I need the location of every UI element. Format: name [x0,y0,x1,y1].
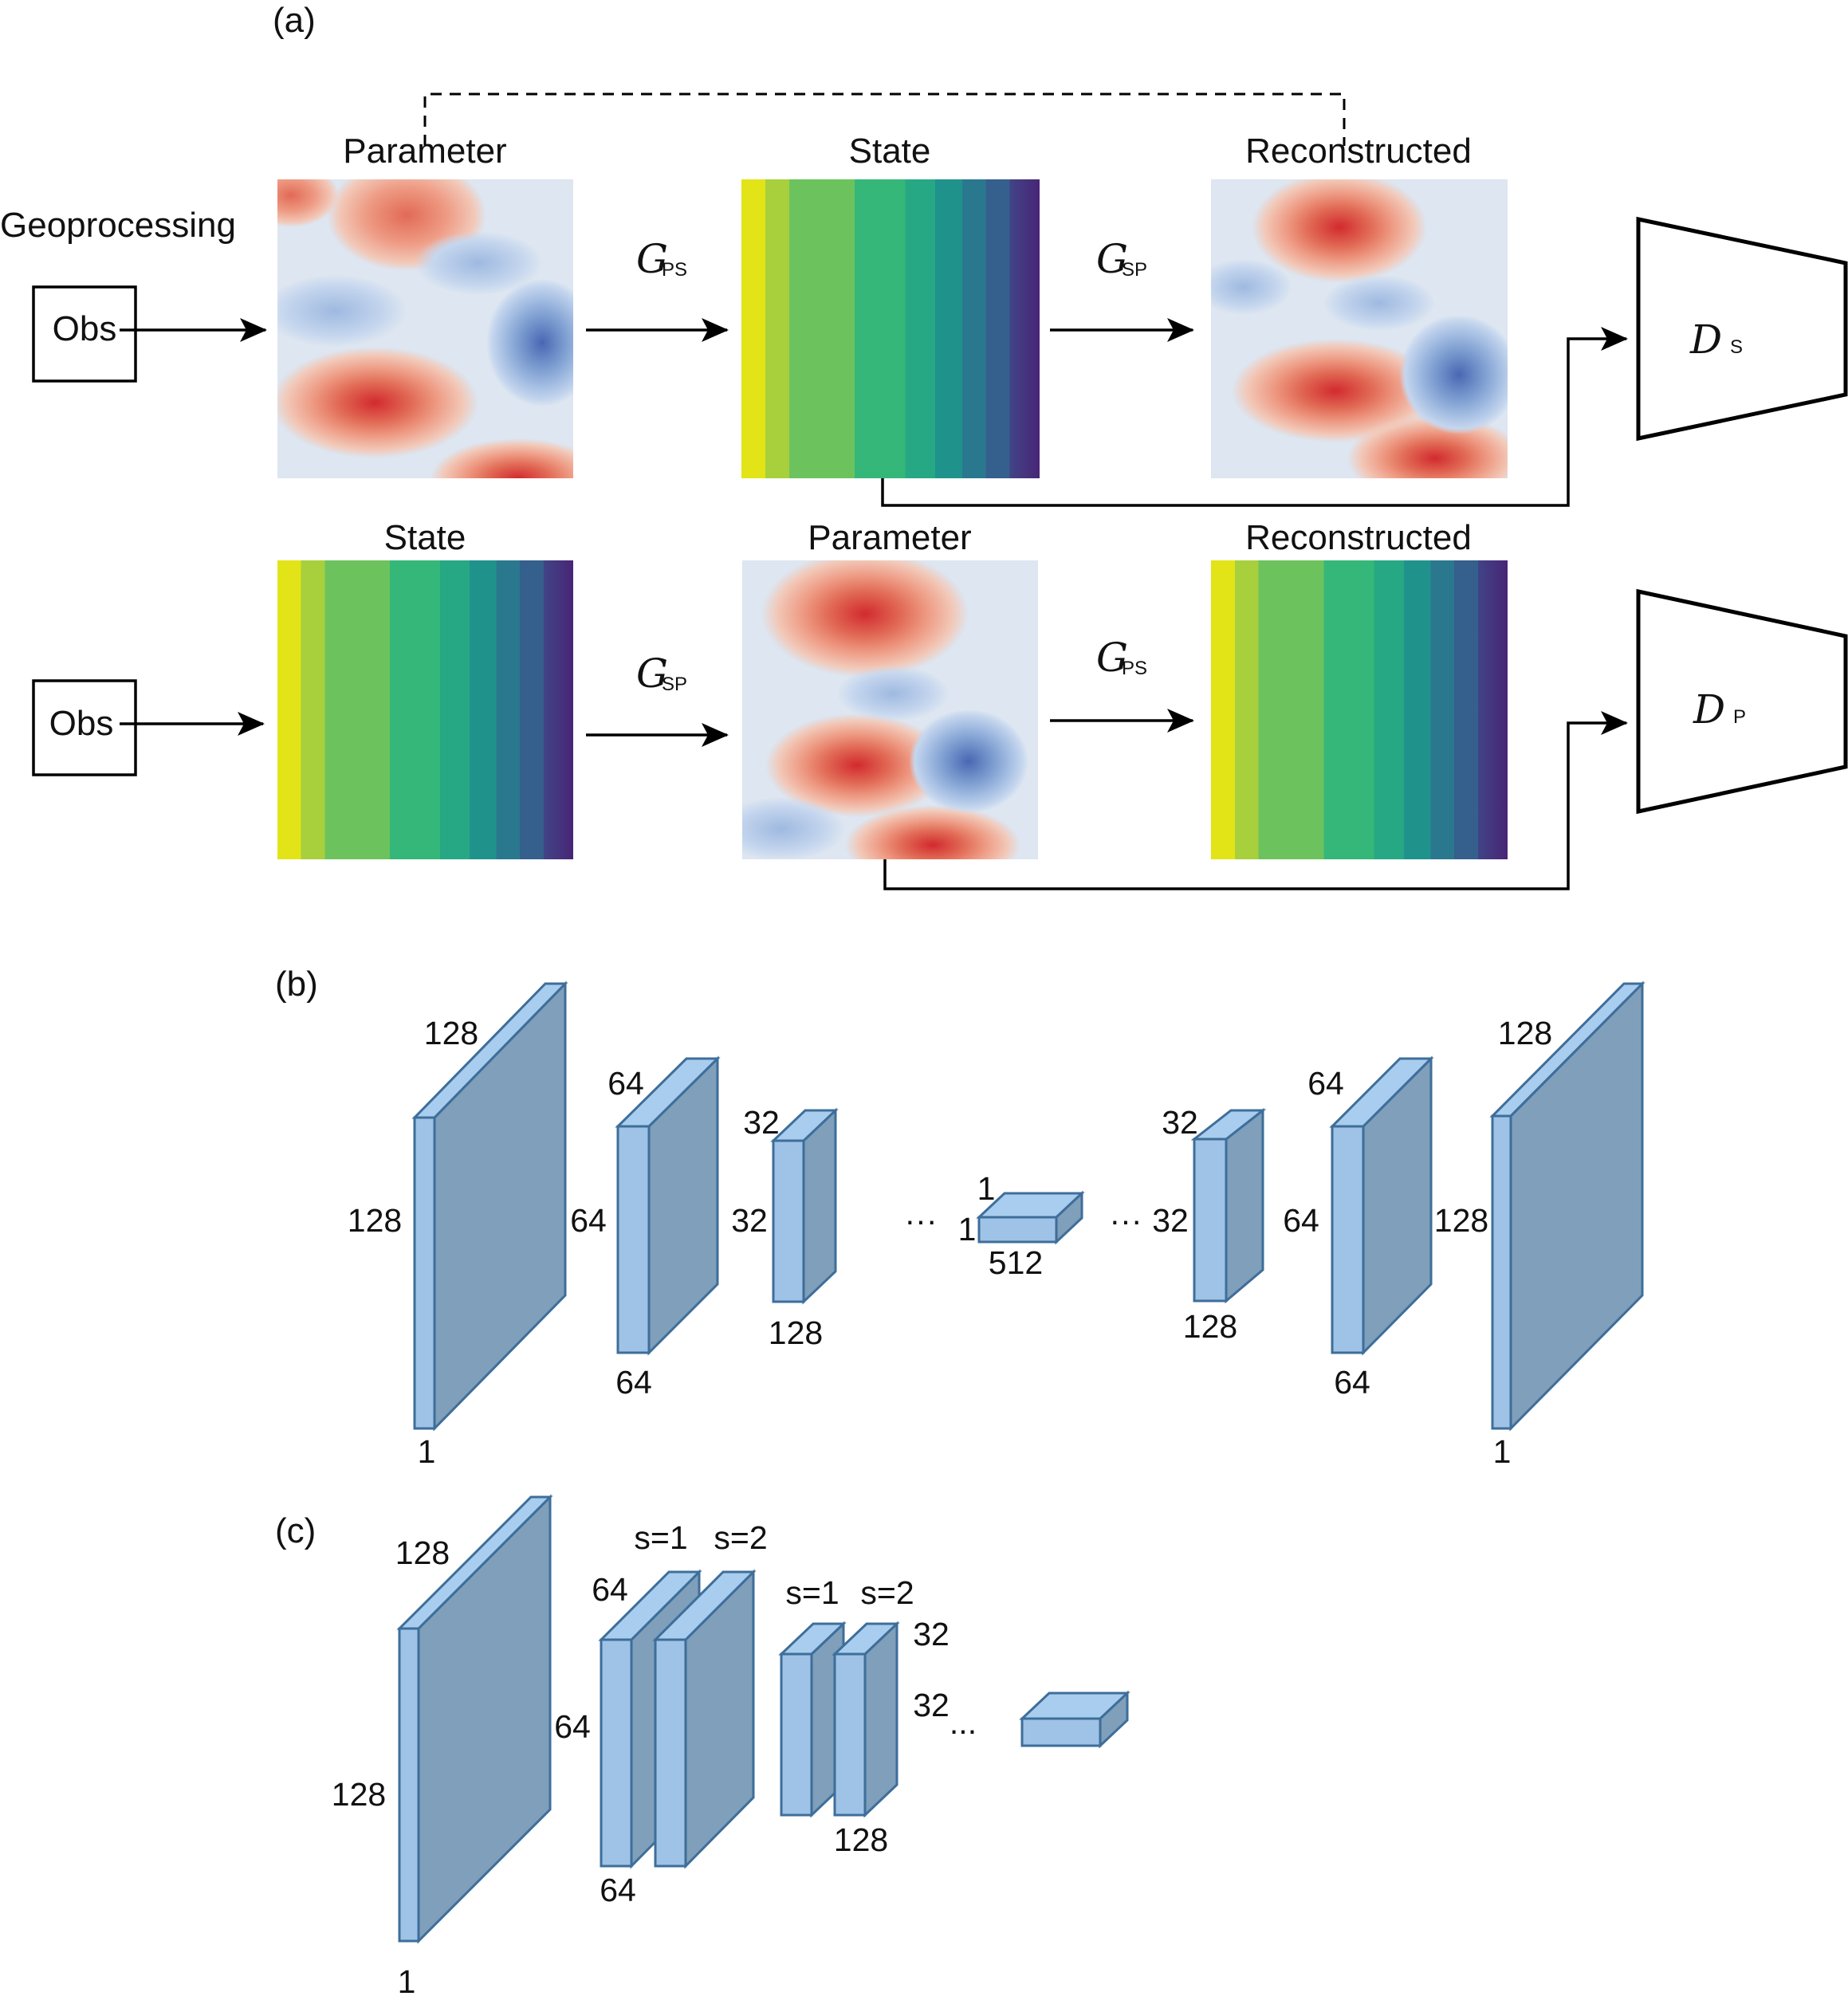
disc-block-3b [832,1621,900,1818]
discriminator-state [1636,216,1848,442]
discriminator-symbol-row2: D [1693,686,1725,733]
panel-label-a: (a) [273,1,316,40]
obs-label-row1: Obs [53,309,117,348]
op1-subscript-row1: PS [662,259,687,281]
enc1-channels: 1 [418,1433,436,1470]
enc3-channels: 128 [769,1314,823,1351]
discriminator-symbol-row1: D [1689,316,1722,363]
panel-label-b: (b) [275,965,318,1004]
disc3-height: 32 [913,1687,950,1723]
disc2-height: 64 [554,1708,591,1745]
obs-label-row2: Obs [49,704,114,743]
decoder-block-2 [1329,1055,1434,1356]
encoder-block-2 [615,1055,721,1356]
geoprocessing-label: Geoprocessing [0,206,236,245]
dec3-depth: 128 [1498,1015,1552,1051]
op1-subscript-row2: SP [662,674,687,695]
disc2-stride1: s=1 [634,1519,687,1556]
dec3-channels: 1 [1493,1433,1512,1470]
decoder-block-3 [1489,980,1646,1432]
disc2-channels: 64 [600,1872,636,1908]
parameter-field-row1 [277,179,573,478]
discriminator-parameter [1636,588,1848,815]
row1-title-1: Parameter [343,132,506,171]
ellipsis-right: ··· [1110,1202,1142,1239]
op2-subscript-row2: PS [1122,658,1147,679]
dec2-channels: 64 [1334,1364,1370,1401]
bottleneck-a: 1 [977,1170,996,1207]
disc-ellipsis: ... [950,1704,977,1741]
disc2-stride2: s=2 [714,1519,767,1556]
disc-block-2b [652,1569,757,1869]
reconstructed-field-row1 [1211,179,1508,478]
enc3-height: 32 [731,1202,768,1239]
enc3-depth: 32 [743,1104,780,1141]
disc3-channels: 128 [834,1821,888,1858]
enc1-depth: 128 [424,1015,478,1051]
discriminator-subscript-row2: P [1733,706,1746,728]
dec3-height: 128 [1434,1202,1488,1239]
op2-subscript-row1: SP [1122,259,1147,281]
reconstructed-field-row2 [1211,560,1508,859]
row1: Obs Parameter State Reconstructed G PS G… [32,132,1848,507]
parameter-field-row2 [742,560,1038,859]
disc1-height: 128 [332,1776,386,1813]
unet-diagram: 128 128 1 64 64 64 32 32 128 ··· 1 1 512 [348,980,1646,1470]
dec1-channels: 128 [1183,1308,1237,1345]
row2-title-1: State [384,518,466,557]
discriminator-subscript-row1: S [1730,336,1743,358]
encoder-block-3 [770,1107,839,1305]
dec2-depth: 64 [1307,1065,1344,1102]
op2-symbol-row2: G [1096,635,1128,681]
dec1-height: 32 [1152,1202,1189,1239]
disc2-depth: 64 [592,1571,628,1608]
feedback-wire-row1 [881,327,1628,507]
bottleneck-b: 1 [958,1211,977,1248]
disc1-depth: 128 [395,1534,450,1571]
disc-output-block [1019,1690,1130,1749]
obs-box-row2 [32,679,137,776]
bottleneck-block [976,1190,1085,1245]
dashed-cycle-connector [423,92,1346,146]
disc3-stride1: s=1 [785,1574,839,1611]
op2-symbol-row1: G [1096,236,1128,282]
dec1-depth: 32 [1162,1104,1198,1141]
enc2-height: 64 [570,1202,607,1239]
row2-title-2: Parameter [808,518,971,557]
bottleneck-channels: 512 [989,1244,1043,1281]
ellipsis-left: ··· [905,1202,938,1239]
discriminator-diagram: 128 128 1 s=1 s=2 64 64 64 s=1 s=2 [332,1494,1130,2000]
op1-symbol-row2: G [636,650,668,697]
disc1-channels: 1 [398,1963,416,2000]
disc3-depth: 32 [913,1616,950,1652]
panel-label-c: (c) [275,1511,316,1550]
row2: Obs State Parameter Reconstructed G SP G… [32,518,1848,890]
feedback-wire-row2 [883,711,1628,890]
state-field-row1 [741,179,1040,478]
disc3-stride2: s=2 [860,1574,914,1611]
enc2-depth: 64 [607,1065,644,1102]
obs-box-row1 [32,285,137,383]
row1-title-2: State [849,132,931,171]
enc1-height: 128 [348,1202,402,1239]
row2-title-3: Reconstructed [1245,518,1472,557]
encoder-block-1 [411,980,568,1432]
enc2-channels: 64 [615,1364,652,1401]
row1-title-3: Reconstructed [1245,132,1472,171]
state-field-row2 [277,560,573,859]
disc-block-1 [396,1494,553,1944]
op1-symbol-row1: G [636,236,668,282]
dec2-height: 64 [1283,1202,1319,1239]
decoder-block-1 [1190,1107,1267,1304]
